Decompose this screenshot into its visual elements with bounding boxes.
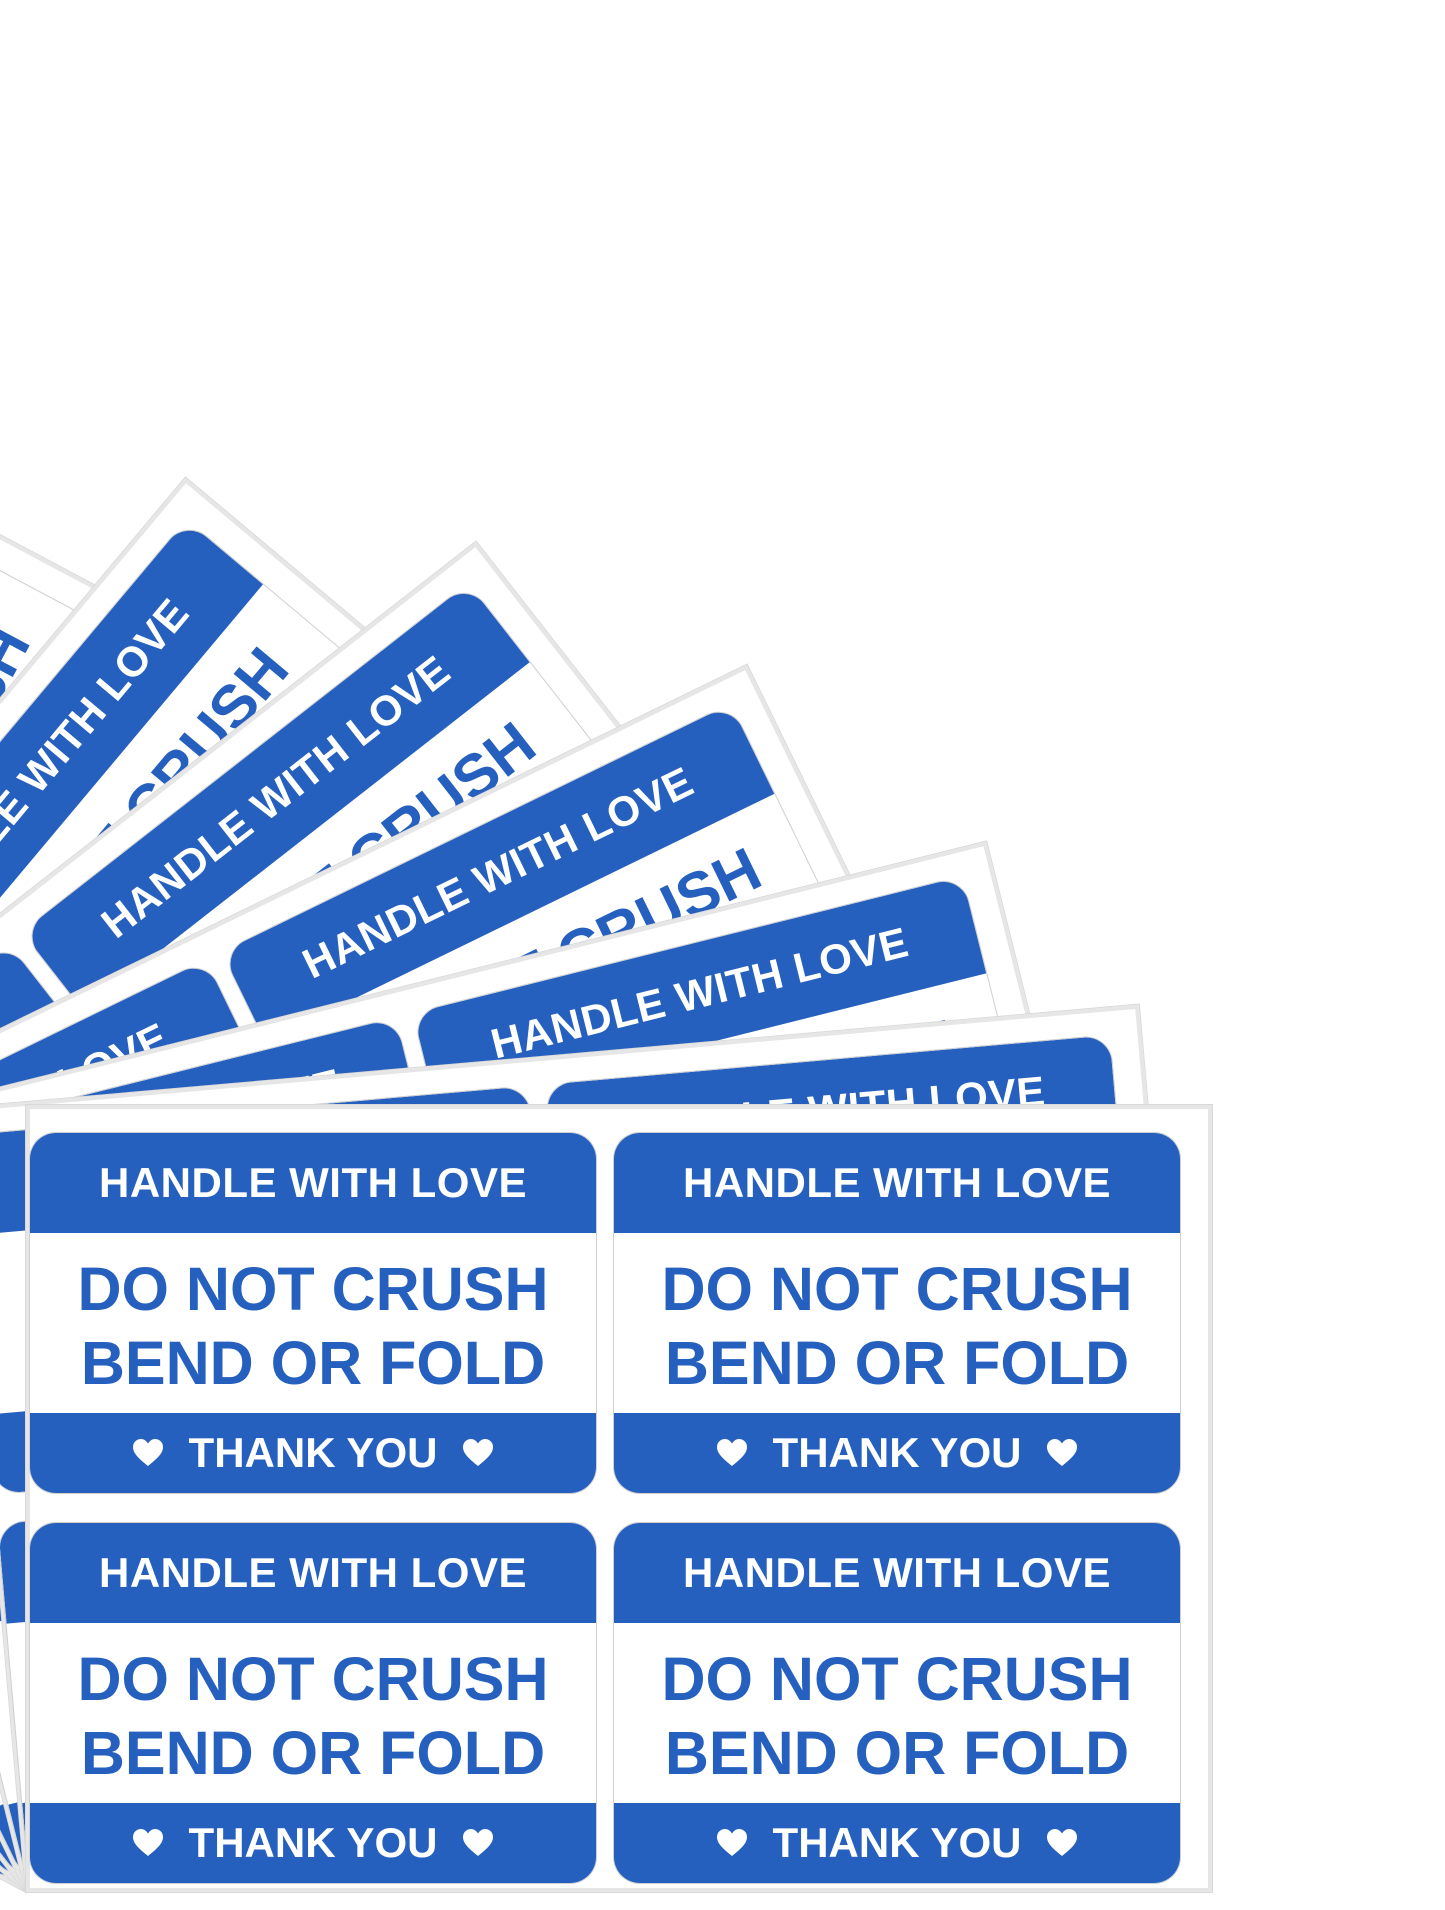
heart-icon [132,1439,163,1467]
sticker-line-1: DO NOT CRUSH [661,1254,1133,1323]
sticker-line-1: DO NOT CRUSH [77,1644,549,1713]
heart-icon [716,1439,747,1467]
sticker-line-2: BEND OR FOLD [80,1718,546,1787]
sticker-line-2: BEND OR FOLD [80,1328,546,1397]
sticker-footer-text: THANK YOU [188,1819,438,1866]
sticker-header: HANDLE WITH LOVE [30,1523,596,1623]
sticker-line-2: BEND OR FOLD [664,1328,1130,1397]
sticker-footer: THANK YOU [30,1413,596,1493]
sticker-line-1: DO NOT CRUSH [661,1644,1133,1713]
heart-icon [1047,1829,1078,1857]
sticker-footer: THANK YOU [614,1803,1180,1883]
heart-icon [463,1829,494,1857]
sticker-header: HANDLE WITH LOVE [614,1133,1180,1233]
sticker-header: HANDLE WITH LOVE [30,1133,596,1233]
sticker-footer: THANK YOU [614,1413,1180,1493]
sticker-footer-text: THANK YOU [188,1429,438,1476]
sticker-header: HANDLE WITH LOVE [614,1523,1180,1623]
heart-icon [1047,1439,1078,1467]
sticker-footer-text: THANK YOU [772,1429,1022,1476]
heart-icon [132,1829,163,1857]
sticker-footer: THANK YOU [30,1803,596,1883]
heart-icon [463,1439,494,1467]
sticker-footer-text: THANK YOU [772,1819,1022,1866]
heart-icon [716,1829,747,1857]
sticker-line-2: BEND OR FOLD [664,1718,1130,1787]
sticker-line-1: DO NOT CRUSH [77,1254,549,1323]
